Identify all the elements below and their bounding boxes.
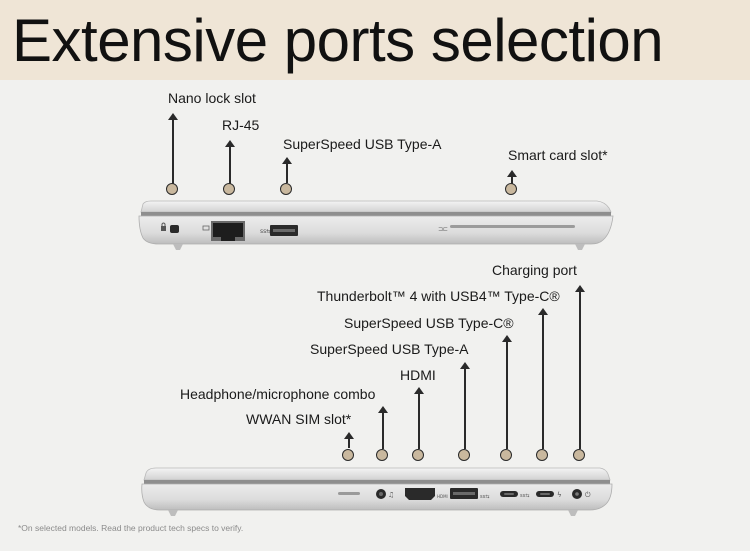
headphone-icon: ♫	[388, 491, 394, 499]
label-wwan-sim-slot: WWAN SIM slot*	[246, 411, 352, 427]
usb-icon: ss⇆	[260, 228, 271, 235]
arrow-up-icon	[378, 406, 388, 413]
callout-usb-a-bottom	[458, 362, 472, 461]
callout-usb-c	[500, 335, 514, 461]
page-title: Extensive ports selection	[12, 7, 664, 74]
arrow-up-icon	[507, 170, 517, 177]
callout-smart-card	[505, 170, 519, 197]
arrow-up-icon	[344, 432, 354, 439]
nano-lock-slot	[170, 225, 179, 233]
power-icon: ⏻	[585, 491, 591, 499]
callout-dot	[412, 449, 424, 461]
label-smart-card-slot: Smart card slot*	[508, 147, 608, 163]
callout-nano-lock	[166, 113, 180, 197]
callout-dot	[500, 449, 512, 461]
callout-headphone	[376, 406, 390, 461]
callout-usb-a-top	[280, 157, 294, 197]
sim-slot	[338, 492, 360, 495]
arrow-up-icon	[225, 140, 235, 147]
lock-icon	[161, 222, 166, 231]
thunderbolt-icon: ϟ	[557, 491, 562, 499]
label-usb-type-a-top: SuperSpeed USB Type-A	[283, 136, 442, 152]
callout-charging-port	[573, 285, 587, 461]
ethernet-icon	[202, 225, 210, 231]
callout-dot	[505, 183, 517, 195]
arrow-up-icon	[460, 362, 470, 369]
callout-thunderbolt	[536, 308, 550, 461]
callout-wwan	[342, 432, 356, 461]
label-usb-type-a-bottom: SuperSpeed USB Type-A	[310, 341, 469, 357]
svg-text:ss⇆: ss⇆	[520, 493, 529, 499]
arrow-up-icon	[538, 308, 548, 315]
callout-dot	[573, 449, 585, 461]
smart-card-slot	[450, 225, 575, 228]
arrow-up-icon	[168, 113, 178, 120]
label-nano-lock-slot: Nano lock slot	[168, 90, 256, 106]
callout-dot	[223, 183, 235, 195]
callout-dot	[458, 449, 470, 461]
label-charging-port: Charging port	[492, 262, 577, 278]
hdmi-icon: HDMI	[437, 494, 448, 499]
callout-hdmi	[412, 387, 426, 461]
footnote: *On selected models. Read the product te…	[18, 523, 244, 533]
callout-dot	[342, 449, 354, 461]
arrow-up-icon	[282, 157, 292, 164]
callout-dot	[166, 183, 178, 195]
callout-dot	[280, 183, 292, 195]
callout-dot	[536, 449, 548, 461]
laptop-right-side-view: ♫ HDMI ss⇆ ss⇆ ϟ ⏻	[141, 467, 613, 516]
usb-icon: ss⇆	[480, 494, 489, 500]
callout-rj45	[223, 140, 237, 197]
arrow-up-icon	[414, 387, 424, 394]
arrow-up-icon	[502, 335, 512, 342]
label-rj45: RJ-45	[222, 117, 260, 133]
svg-text:⊐⊏: ⊐⊏	[438, 226, 448, 233]
arrow-up-icon	[575, 285, 585, 292]
laptop-left-side-view: ss⇆ ⊐⊏	[138, 200, 614, 250]
label-hdmi: HDMI	[400, 367, 436, 383]
label-usb-type-c: SuperSpeed USB Type-C®	[344, 315, 514, 331]
header-banner: Extensive ports selection	[0, 0, 750, 80]
callout-dot	[376, 449, 388, 461]
svg-text:ss⇆: ss⇆	[260, 228, 271, 235]
label-headphone-combo: Headphone/microphone combo	[180, 386, 376, 402]
label-thunderbolt: Thunderbolt™ 4 with USB4™ Type-C®	[317, 288, 560, 304]
hdmi-port	[405, 488, 435, 500]
